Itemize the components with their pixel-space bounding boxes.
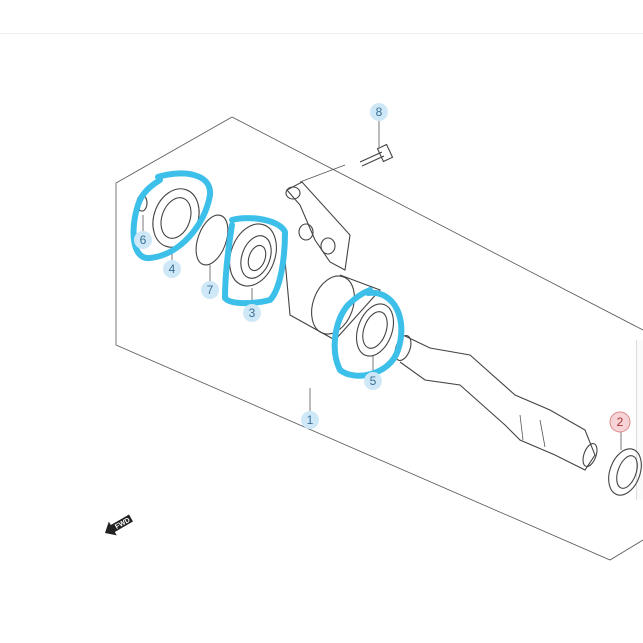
callout-label: 8: [376, 105, 383, 119]
callout-2[interactable]: 2: [609, 411, 631, 433]
fwd-label: FWD: [114, 517, 131, 531]
callout-8[interactable]: 8: [370, 103, 388, 121]
callout-label: 4: [169, 262, 176, 276]
highlight-circle-bearing-3: [222, 215, 288, 307]
shaft-part: [394, 335, 598, 471]
bolt-part: [359, 120, 394, 167]
end-seal-part: [608, 430, 642, 496]
bearing-part: [229, 223, 277, 305]
scrollbar[interactable]: [636, 340, 643, 500]
callout-label: 2: [617, 415, 624, 429]
fwd-arrow-icon: FWD: [105, 514, 133, 536]
callout-label: 5: [370, 374, 377, 388]
housing-part: [284, 164, 381, 341]
callout-label: 3: [249, 306, 256, 320]
circlip-part: [195, 214, 229, 282]
callout-6[interactable]: 6: [134, 231, 152, 249]
callout-label: 1: [307, 413, 314, 427]
callout-label: 6: [140, 233, 147, 247]
callout-label: 7: [207, 283, 214, 297]
assembly-outline: [231, 116, 643, 331]
callout-5[interactable]: 5: [364, 372, 382, 390]
callout-7[interactable]: 7: [201, 281, 219, 299]
highlight-circle-seal-4: [130, 170, 213, 261]
callout-1[interactable]: 1: [301, 411, 319, 429]
callout-3[interactable]: 3: [243, 304, 261, 322]
highlight-circle-seal-5: [331, 287, 405, 379]
callout-4[interactable]: 4: [163, 260, 181, 278]
assembly-outline-left: [115, 116, 643, 561]
header-divider: [0, 33, 643, 34]
